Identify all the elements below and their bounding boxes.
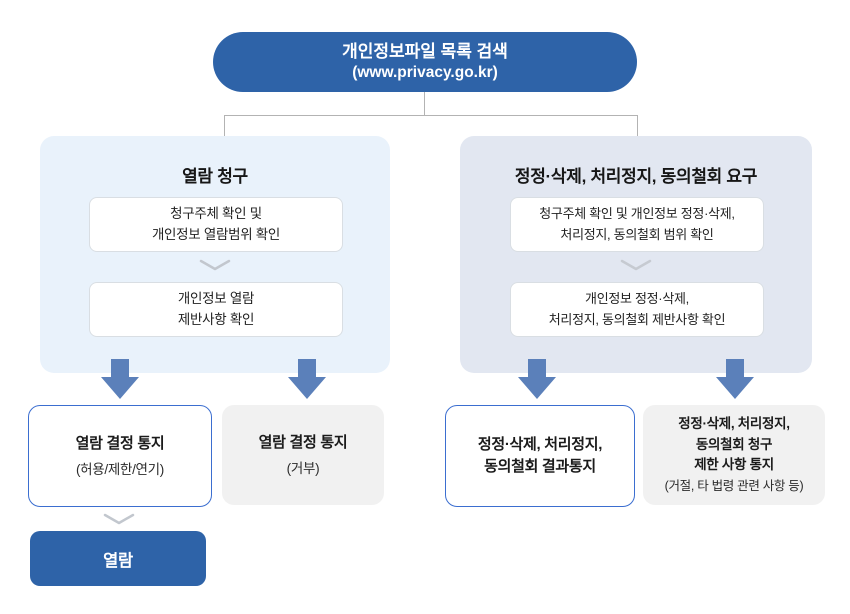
final-node-label: 열람: [103, 551, 133, 570]
outcome-title: 동의철회 청구: [695, 436, 773, 452]
step-line: 처리정지, 동의철회 범위 확인: [560, 226, 714, 242]
chevron-down-icon: [620, 258, 652, 276]
final-node-view: 열람: [30, 531, 206, 586]
step-box: 청구주체 확인 및 개인정보 정정·삭제, 처리정지, 동의철회 범위 확인: [510, 197, 764, 252]
outcome-title: 정정·삭제, 처리정지,: [678, 416, 790, 432]
chevron-down-icon: [103, 512, 135, 530]
step-box: 청구주체 확인 및 개인정보 열람범위 확인: [89, 197, 343, 252]
outcome-title: 정정·삭제, 처리정지,: [477, 436, 603, 454]
step-line: 제반사항 확인: [177, 311, 255, 327]
panel-view-request: 열람 청구 청구주체 확인 및 개인정보 열람범위 확인 개인정보 열람 제반사…: [40, 136, 390, 373]
root-node: 개인정보파일 목록 검색 (www.privacy.go.kr): [213, 32, 637, 92]
connector-branch: [224, 115, 638, 137]
outcome-title: 열람 결정 통지: [258, 433, 348, 451]
outcome-title: 동의철회 결과통지: [484, 458, 596, 475]
arrow-down-icon: [716, 359, 754, 399]
panel-view-request-title: 열람 청구: [182, 167, 248, 186]
step-line: 처리정지, 동의철회 제반사항 확인: [548, 311, 726, 327]
step-line: 개인정보 열람: [177, 290, 255, 306]
arrow-down-icon: [288, 359, 326, 399]
chevron-down-icon: [199, 258, 231, 276]
panel-correction-request: 정정·삭제, 처리정지, 동의철회 요구 청구주체 확인 및 개인정보 정정·삭…: [460, 136, 812, 373]
outcome-correction-result-notice: 정정·삭제, 처리정지, 동의철회 결과통지: [445, 405, 635, 507]
step-line: 청구주체 확인 및: [170, 205, 262, 221]
outcome-subtitle: (허용/제한/연기): [75, 461, 164, 477]
outcome-correction-restriction-notice: 정정·삭제, 처리정지, 동의철회 청구 제한 사항 통지 (거절, 타 법령 …: [643, 405, 825, 505]
step-line: 개인정보 열람범위 확인: [151, 226, 281, 242]
step-box: 개인정보 정정·삭제, 처리정지, 동의철회 제반사항 확인: [510, 282, 764, 337]
arrow-down-icon: [518, 359, 556, 399]
outcome-note: (거절, 타 법령 관련 사항 등): [664, 479, 804, 494]
arrow-down-icon: [101, 359, 139, 399]
step-box: 개인정보 열람 제반사항 확인: [89, 282, 343, 337]
panel-correction-request-title: 정정·삭제, 처리정지, 동의철회 요구: [514, 167, 758, 186]
step-line: 개인정보 정정·삭제,: [585, 291, 689, 307]
outcome-view-decision-notice: 열람 결정 통지 (허용/제한/연기): [28, 405, 212, 507]
outcome-title: 열람 결정 통지: [75, 434, 165, 452]
connector-stub: [424, 92, 425, 115]
outcome-subtitle: (거부): [286, 460, 320, 476]
root-node-title: 개인정보파일 목록 검색: [342, 41, 508, 61]
step-line: 청구주체 확인 및 개인정보 정정·삭제,: [539, 206, 735, 222]
outcome-view-decision-denied: 열람 결정 통지 (거부): [222, 405, 384, 505]
root-node-url: (www.privacy.go.kr): [352, 63, 498, 81]
outcome-title: 제한 사항 통지: [694, 456, 774, 472]
